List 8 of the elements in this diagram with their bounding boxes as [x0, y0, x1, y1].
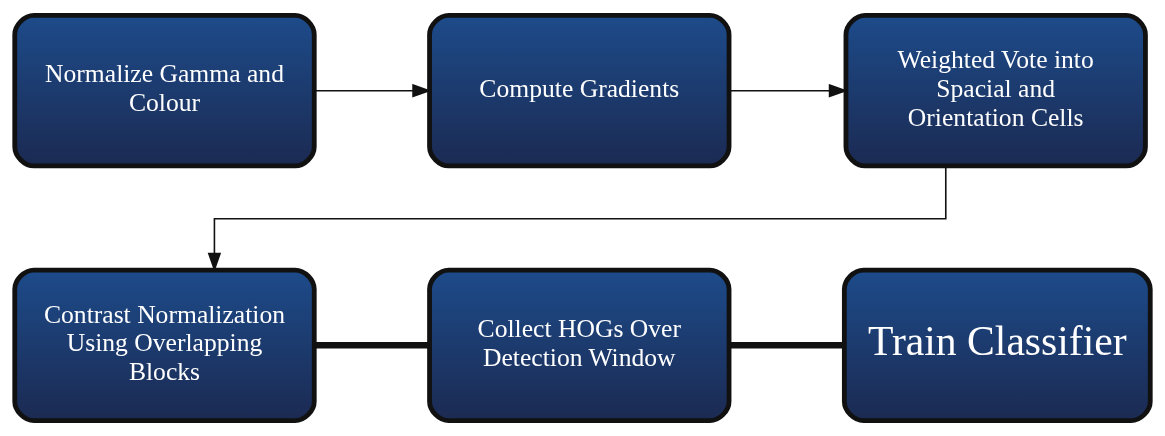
- connector: [729, 342, 845, 349]
- node-box: Train Classifier: [841, 267, 1153, 423]
- node-box: Contrast Normalization Using Overlapping Blocks: [12, 267, 317, 423]
- connector: [314, 342, 430, 349]
- node-box: Collect HOGs Over Detection Window: [427, 267, 732, 423]
- node-box: Compute Gradients: [427, 13, 732, 169]
- node-box: Normalize Gamma and Colour: [12, 13, 317, 169]
- node-box: Weighted Vote into Spacial and Orientation Cells: [843, 13, 1148, 169]
